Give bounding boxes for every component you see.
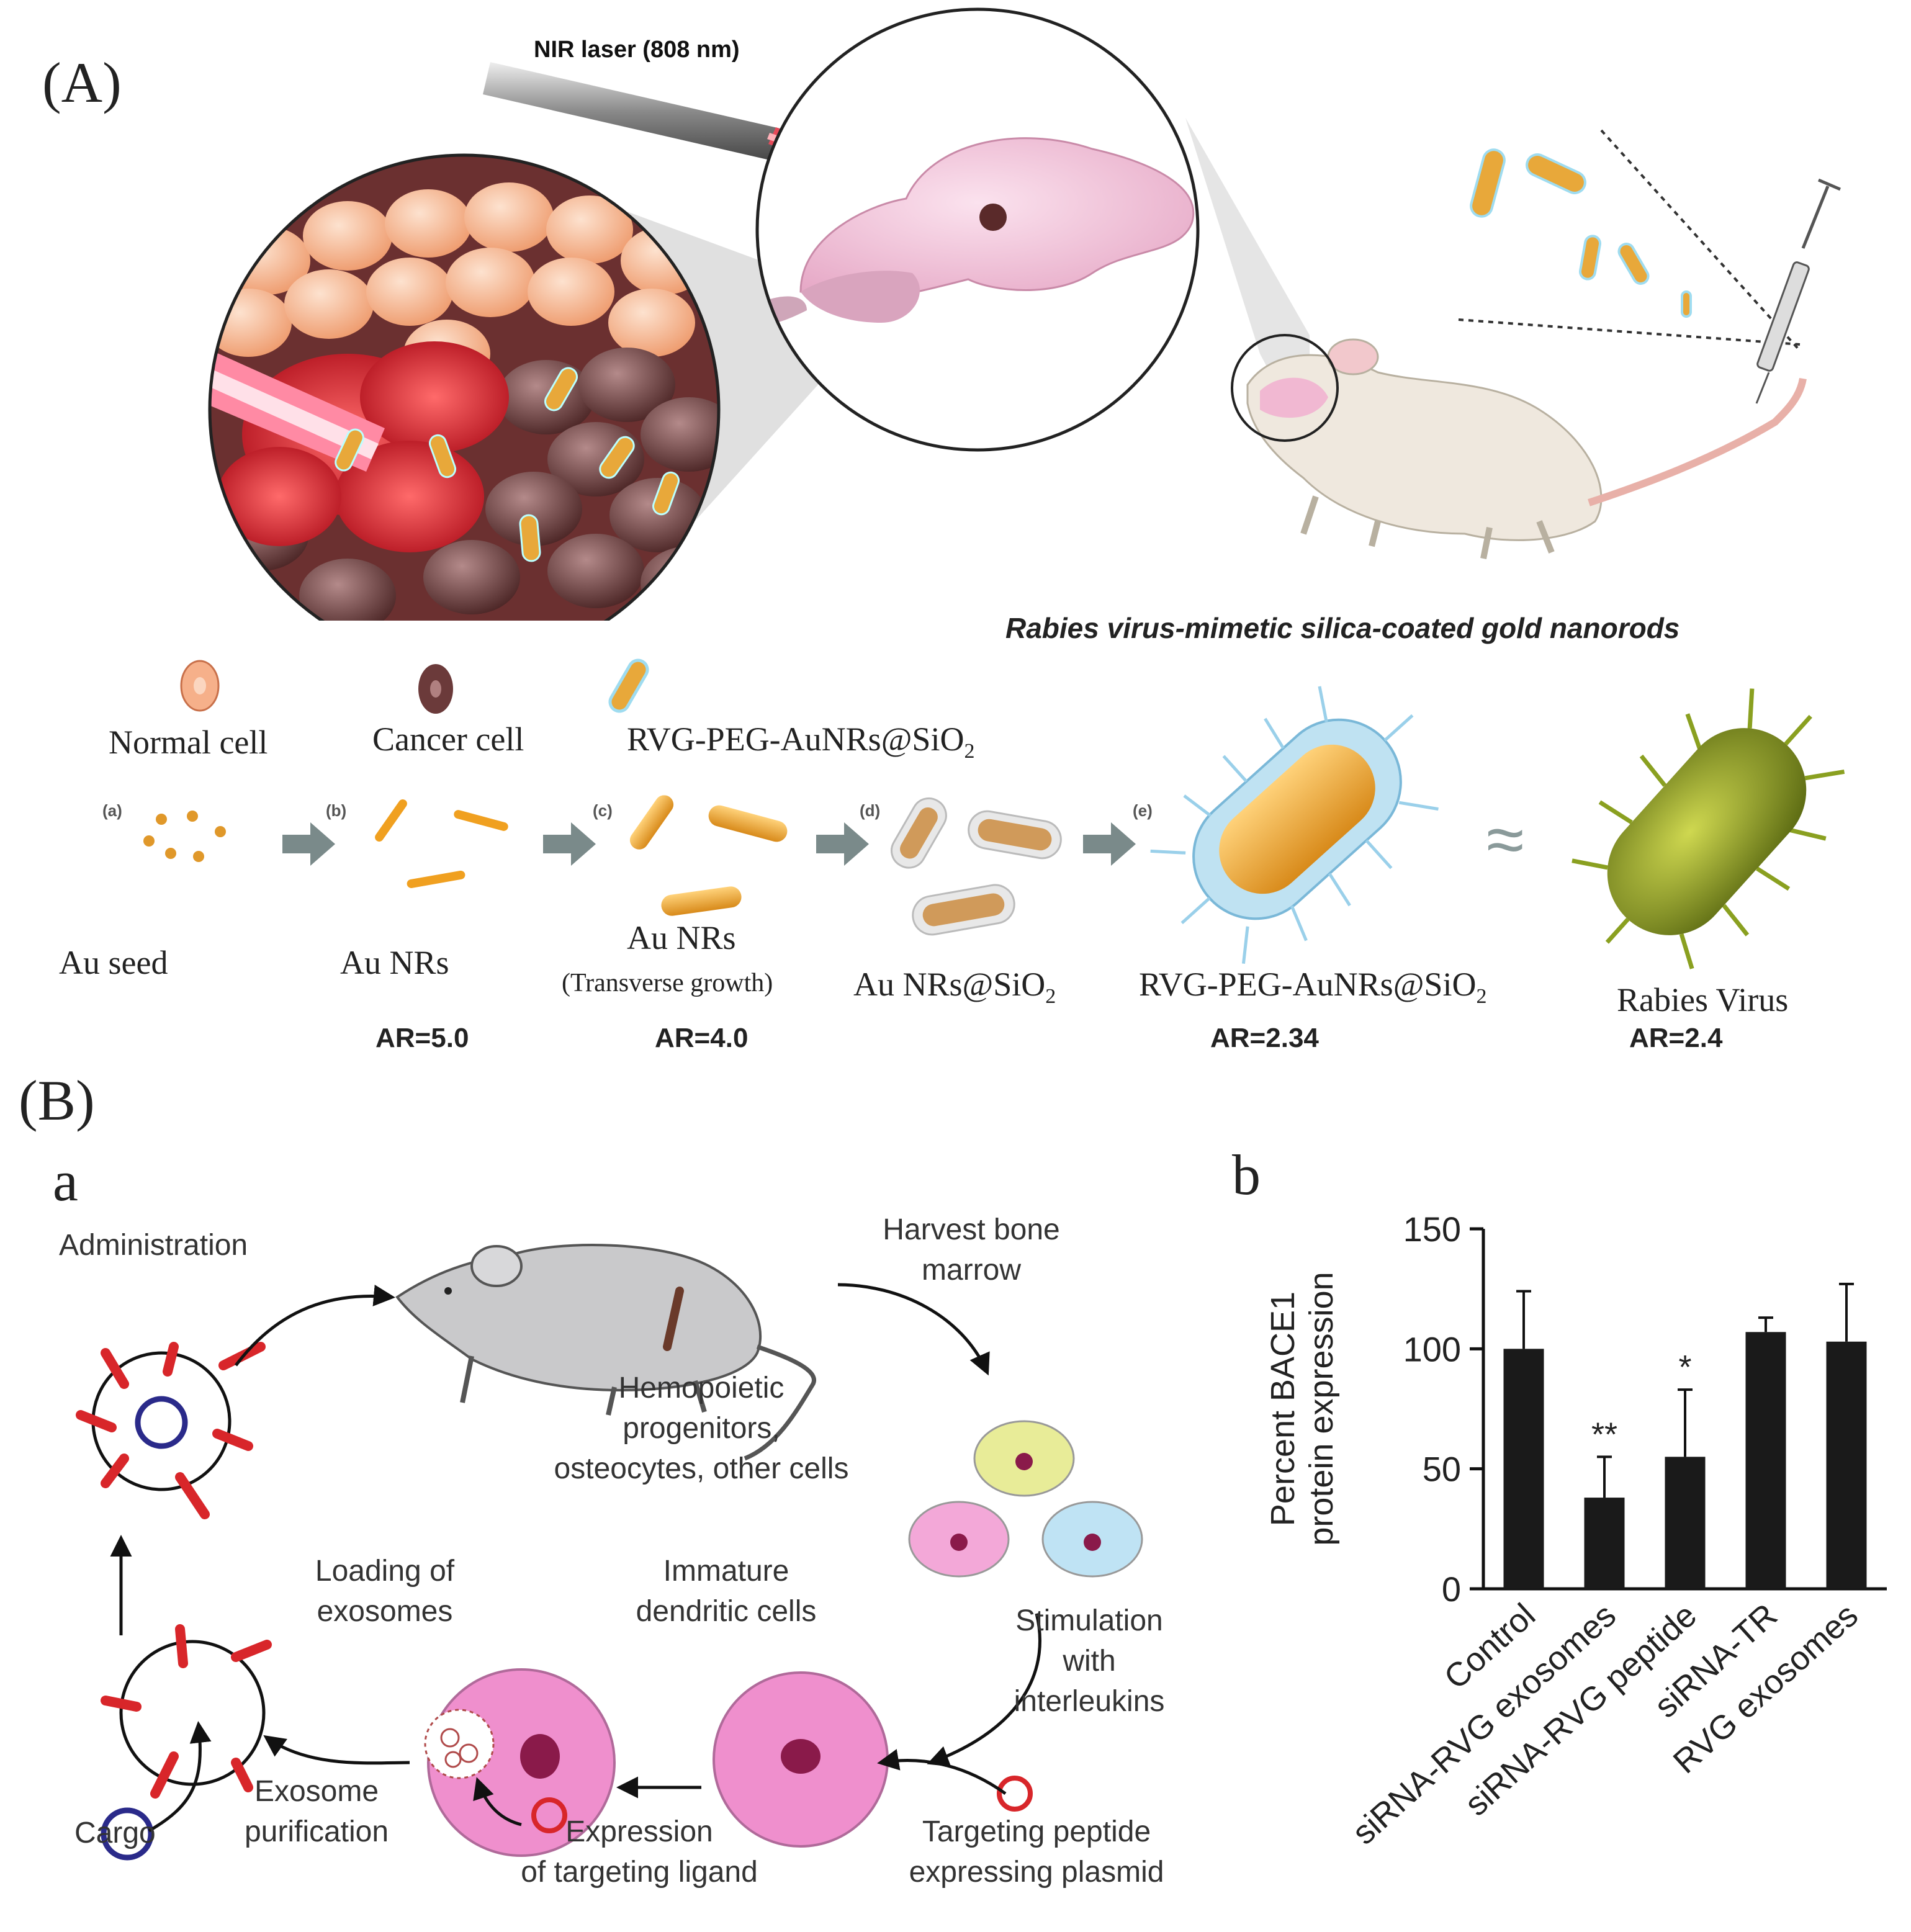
y-axis-label: protein expression xyxy=(1303,1272,1340,1545)
ar-step-e: AR=2.34 xyxy=(1210,1023,1319,1053)
step-a-tag: (a) xyxy=(102,801,122,820)
au-nr-transverse-rods xyxy=(629,795,788,916)
step-e-label: RVG-PEG-AuNRs@SiO2 xyxy=(1139,966,1487,1008)
tumor-tissue-zoom xyxy=(210,155,719,621)
ar-step-f: AR=2.4 xyxy=(1629,1023,1723,1053)
exosome-loading xyxy=(101,1624,272,1799)
ar-step-b: AR=5.0 xyxy=(375,1023,469,1053)
mouse-illustration xyxy=(1246,338,1807,559)
step-b-tag: (b) xyxy=(326,801,346,820)
step-arrows xyxy=(282,822,1136,866)
step-c-tag: (c) xyxy=(593,801,613,820)
panel-a-illustration: NIR laser (808 nm) xyxy=(208,7,1841,621)
synthesis-steps: ≈ (a) (b) (c) (d) (e) xyxy=(102,686,1845,969)
legend-normal-cell: Normal cell xyxy=(109,724,268,761)
ar-step-c: AR=4.0 xyxy=(655,1023,749,1053)
label-hemopoietic: Hemopoietic progenitors, osteocytes, oth… xyxy=(554,1372,849,1485)
rvg-particle-large xyxy=(1150,686,1439,964)
bar xyxy=(1584,1498,1625,1589)
step-e-tag: (e) xyxy=(1133,801,1153,820)
y-axis-label: Percent BACE1 xyxy=(1264,1292,1302,1526)
label-expression: Expression of targeting ligand xyxy=(521,1815,758,1889)
panel-b-sub-a: a xyxy=(53,1149,78,1213)
label-harvest: Harvest bone marrow xyxy=(883,1213,1060,1287)
plasmid-ring-inner xyxy=(531,1797,567,1833)
floating-nanorods xyxy=(1470,148,1692,318)
progenitor-cells xyxy=(908,1420,1143,1578)
rabies-virus-illustration xyxy=(1572,688,1845,969)
y-tick-label: 150 xyxy=(1403,1210,1461,1249)
legend-icons xyxy=(180,658,649,714)
label-stimulation: Stimulation with interleukins xyxy=(1014,1604,1165,1718)
bar xyxy=(1826,1341,1867,1589)
label-targeting: Targeting peptide expressing plasmid xyxy=(909,1815,1164,1889)
significance-marker: ** xyxy=(1591,1416,1617,1453)
y-tick-label: 50 xyxy=(1423,1450,1461,1489)
mouse-gray-illustration xyxy=(395,1244,816,1461)
approx-symbol: ≈ xyxy=(1486,801,1524,878)
panel-b-sub-b: b xyxy=(1232,1143,1261,1206)
bar xyxy=(1503,1349,1544,1589)
step-c-label2: (Transverse growth) xyxy=(562,969,773,997)
au-seed-dots xyxy=(143,811,226,862)
step-a-label: Au seed xyxy=(59,944,168,981)
bar xyxy=(1745,1332,1786,1589)
label-immature: Immature dendritic cells xyxy=(636,1555,817,1628)
step-d-tag: (d) xyxy=(860,801,880,820)
exosome-flow-diagram xyxy=(76,1244,1143,1861)
plasmid-ring-outer xyxy=(997,1776,1033,1812)
cargo-ring xyxy=(101,1807,154,1861)
au-nr-sio2-rods xyxy=(891,797,1062,936)
legend-cancer-cell: Cancer cell xyxy=(372,721,524,758)
label-cargo: Cargo xyxy=(74,1817,156,1849)
au-nr-rods xyxy=(375,799,508,888)
bar xyxy=(1665,1457,1706,1589)
y-tick-label: 0 xyxy=(1442,1570,1461,1609)
step-c-label: Au NRs xyxy=(627,919,736,956)
panel-a-headline: Rabies virus-mimetic silica-coated gold … xyxy=(1005,612,1680,644)
exosome-administration xyxy=(76,1342,266,1519)
y-tick-label: 100 xyxy=(1403,1329,1461,1368)
step-d-label: Au NRs@SiO2 xyxy=(853,966,1056,1008)
legend-particle: RVG-PEG-AuNRs@SiO2 xyxy=(627,721,975,763)
step-f-label: Rabies Virus xyxy=(1617,981,1789,1018)
label-purification: Exosome purification xyxy=(244,1775,389,1848)
label-administration: Administration xyxy=(59,1229,248,1262)
step-b-label: Au NRs xyxy=(340,944,449,981)
ligand-expressing-cell xyxy=(424,1668,616,1857)
syringe-illustration xyxy=(1755,178,1841,404)
significance-marker: * xyxy=(1678,1349,1691,1386)
flow-arrows xyxy=(110,1283,1041,1833)
panel-a-letter: (A) xyxy=(42,51,122,114)
laser-label: NIR laser (808 nm) xyxy=(534,37,740,63)
label-loading: Loading of exosomes xyxy=(315,1555,455,1628)
panel-b-letter: (B) xyxy=(19,1069,95,1132)
rvg-particle-icon xyxy=(608,658,649,713)
